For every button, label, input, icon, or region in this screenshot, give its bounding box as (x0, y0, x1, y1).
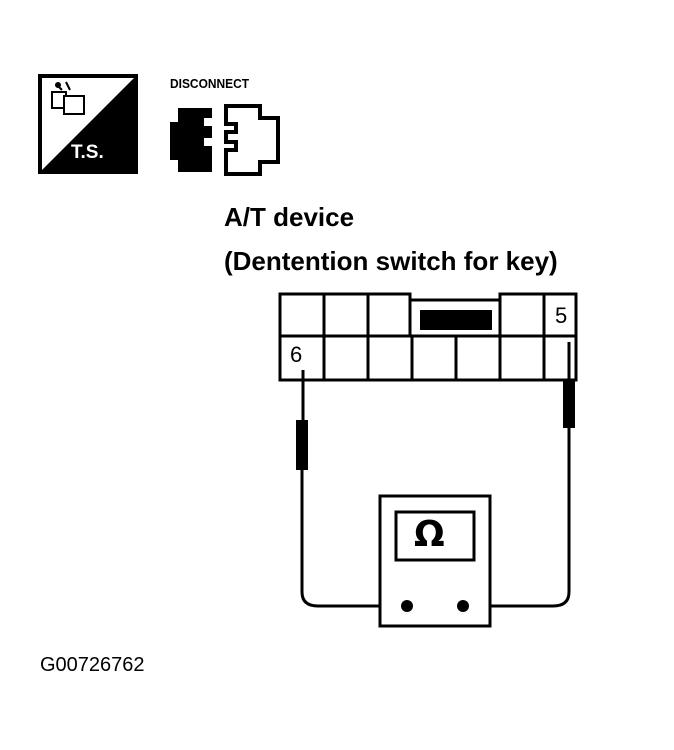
connector (278, 292, 578, 382)
disconnect-label: DISCONNECT (170, 76, 250, 91)
ohmmeter (378, 494, 492, 628)
connector-latch (420, 310, 492, 330)
pin-5-label: 5 (555, 303, 568, 328)
device-subtitle: (Dentention switch for key) (224, 246, 558, 276)
device-title: A/T device (224, 202, 355, 232)
pin-6-label: 6 (290, 342, 303, 367)
meter-terminal-left (401, 600, 413, 612)
wire-left (300, 591, 408, 608)
figure-id: G00726762 (40, 654, 145, 676)
ts-label: T.S. (71, 142, 104, 163)
probe-left (296, 370, 308, 592)
disconnect-icon (170, 104, 280, 176)
meter-terminal-right (457, 600, 469, 612)
ts-icon (38, 74, 138, 174)
probe-right (563, 342, 575, 592)
ohm-symbol: Ω (414, 514, 445, 555)
wire-right (464, 591, 571, 608)
